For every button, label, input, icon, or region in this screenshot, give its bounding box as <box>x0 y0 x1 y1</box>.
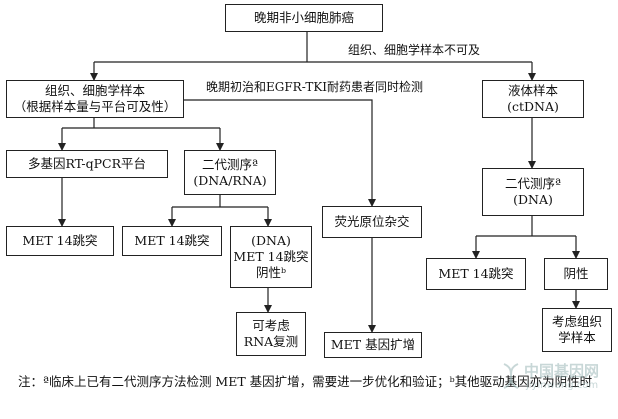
watermark-site-url: jiyinwang.com <box>526 380 599 391</box>
rna-retest-node: 可考虑 RNA复测 <box>236 312 306 356</box>
tissue-sample-text-1: 组织、细胞学样本 <box>44 83 145 98</box>
footnote: 注：ª临床上已有二代测序方法检测 MET 基因扩增，需要进一步优化和验证；ᵇ其他… <box>18 374 593 389</box>
tissue-sample-node: 组织、细胞学样本 （根据样本量与平台可及性） <box>6 80 184 118</box>
dna-negative-text-2: MET 14跳突 <box>233 249 309 264</box>
fish-text: 荧光原位杂交 <box>334 214 410 229</box>
ngs-liquid-text-2: (DNA) <box>513 192 553 207</box>
watermark-logo: 中国基因网 jiyinwang.com <box>500 358 612 398</box>
edge-label-tissue-unavailable: 组织、细胞学样本不可及 <box>348 43 481 57</box>
tissue-sample-text-2: （根据样本量与平台可及性） <box>13 99 177 114</box>
consider-tissue-text-1: 考虑组织 <box>551 314 602 329</box>
negative-text: 阴性 <box>563 266 589 281</box>
ngs-liquid-node: 二代测序ª (DNA) <box>482 168 584 216</box>
negative-node: 阴性 <box>544 258 608 290</box>
multigene-text: 多基因RT-qPCR平台 <box>27 156 147 171</box>
rna-retest-text-2: RNA复测 <box>243 334 299 349</box>
fish-node: 荧光原位杂交 <box>322 206 422 238</box>
ngs-liquid-text-1: 二代测序ª <box>505 176 561 191</box>
root-node: 晚期非小细胞肺癌 <box>225 4 383 32</box>
met14-node-liquid: MET 14跳突 <box>426 258 526 290</box>
met-amplification-text: MET 基因扩增 <box>330 337 416 352</box>
liquid-sample-text-2: (ctDNA) <box>507 99 559 114</box>
met-amplification-node: MET 基因扩增 <box>324 332 422 358</box>
met14-node-ngs: MET 14跳突 <box>122 226 222 256</box>
liquid-sample-text-1: 液体样本 <box>507 83 558 98</box>
ngs-tissue-node: 二代测序ª (DNA/RNA) <box>184 150 276 195</box>
met14-text-a: MET 14跳突 <box>22 233 98 248</box>
met14-node-multigene: MET 14跳突 <box>6 226 114 256</box>
edge-label-egfr-tki: 晚期初治和EGFR-TKI耐药患者同时检测 <box>206 80 424 94</box>
multigene-node: 多基因RT-qPCR平台 <box>6 150 168 178</box>
root-node-text: 晚期非小细胞肺癌 <box>253 10 354 25</box>
dna-negative-text-1: (DNA) <box>251 233 291 248</box>
liquid-sample-node: 液体样本 (ctDNA) <box>482 80 584 118</box>
ngs-tissue-text-1: 二代测序ª <box>202 156 258 172</box>
met14-text-b: MET 14跳突 <box>134 233 210 248</box>
dna-negative-node: (DNA) MET 14跳突 阴性ᵇ <box>230 226 312 288</box>
rna-retest-text-1: 可考虑 <box>252 318 290 333</box>
met14-text-c: MET 14跳突 <box>438 266 514 281</box>
watermark-site-name: 中国基因网 <box>524 362 600 380</box>
ngs-tissue-text-2: (DNA/RNA) <box>193 172 267 188</box>
to-fish-arrow <box>183 99 376 207</box>
consider-tissue-node: 考虑组织 学样本 <box>542 308 612 352</box>
dna-negative-text-3: 阴性ᵇ <box>256 265 286 280</box>
consider-tissue-text-2: 学样本 <box>558 330 596 345</box>
watermark-dna-icon <box>500 362 522 390</box>
